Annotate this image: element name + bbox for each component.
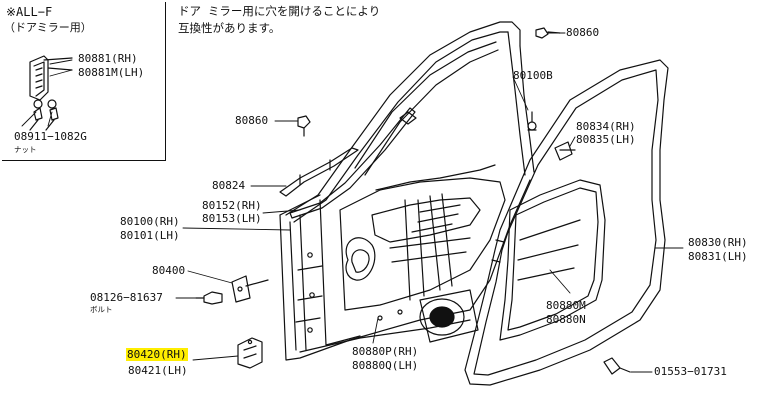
label-nut-jp: ナット	[14, 145, 37, 154]
label-80880p-rh: 80880P(RH)	[352, 345, 419, 358]
label-80400: 80400	[152, 264, 186, 277]
label-80421-lh: 80421(LH)	[128, 364, 188, 377]
belt-molding-drawing	[279, 147, 359, 197]
label-80835-lh: 80835(LH)	[576, 133, 636, 146]
label-80824: 80824	[212, 179, 246, 192]
label-80860-top: 80860	[566, 26, 600, 39]
label-80881-rh: 80881(RH)	[78, 52, 138, 65]
label-80101-lh: 80101(LH)	[120, 229, 180, 242]
highlight-80420: 80420(RH)	[126, 348, 188, 361]
label-80880n: 80880N	[546, 313, 586, 326]
door-trim-drawing	[499, 179, 606, 341]
inset-title: ※ALL−F	[6, 5, 53, 19]
leader-lines	[21, 32, 684, 373]
compat-note-line1: ドア ミラー用に穴を開けることにより	[178, 4, 381, 18]
mirror-bracket-drawing	[29, 55, 73, 131]
label-80880m: 80880M	[546, 299, 586, 312]
label-08911-nut: 08911−1082G	[14, 130, 87, 143]
label-80100b: 80100B	[513, 69, 553, 82]
label-80153-lh: 80153(LH)	[202, 212, 262, 225]
label-80834-rh: 80834(RH)	[576, 120, 636, 133]
label-01553-01731: 01553−01731	[654, 365, 727, 378]
inset-frame	[2, 2, 166, 161]
label-80100-rh: 80100(RH)	[120, 215, 180, 228]
door-frame-drawing	[279, 21, 535, 361]
compat-note-line2: 互換性があります。	[178, 21, 281, 35]
label-08126-81637: 08126−81637	[90, 291, 163, 304]
label-80831-lh: 80831(LH)	[688, 250, 748, 263]
label-80152-rh: 80152(RH)	[202, 199, 262, 212]
label-80881m-lh: 80881M(LH)	[78, 66, 145, 79]
inset-subtitle: （ドアミラー用）	[4, 21, 92, 34]
label-80880q-lh: 80880Q(LH)	[352, 359, 419, 372]
label-80420-rh: 80420(RH)	[126, 348, 188, 361]
label-80860-left: 80860	[235, 114, 269, 127]
run-channel-drawing	[289, 107, 417, 219]
weatherstrip-drawing	[464, 59, 669, 386]
fasteners-drawing	[195, 27, 631, 375]
label-bolt-jp: ボルト	[90, 305, 113, 314]
label-80830-rh: 80830(RH)	[688, 236, 748, 249]
